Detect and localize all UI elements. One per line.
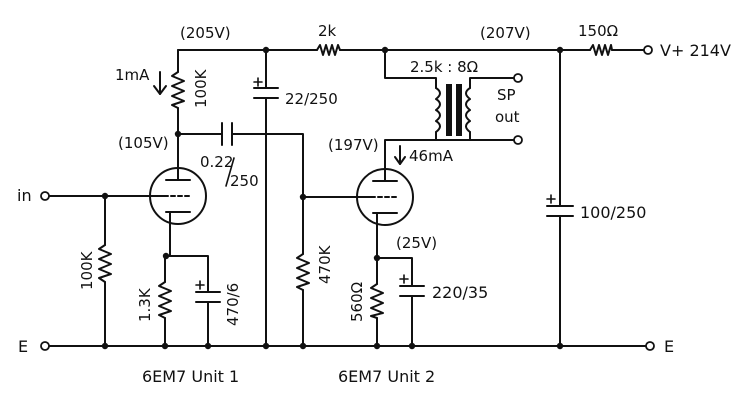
resistor-label-470k: 470K [316,244,334,284]
resistor-label-100k-plate: 100K [192,68,210,108]
out-label: out [495,108,520,126]
capacitor-220-35 [399,274,425,297]
junction-dot [408,342,416,350]
tube-label-unit2: 6EM7 Unit 2 [338,367,435,386]
supply-label-vplus: V+ 214V [660,41,731,60]
transformer-ratio-label: 2.5k : 8Ω [410,58,478,76]
terminals [40,45,655,351]
junction-dot [373,254,381,262]
voltage-label-25v: (25V) [396,234,437,252]
input-terminal [40,191,50,201]
resistor-150ohm [589,44,613,56]
resistor-label-560ohm: 560Ω [348,282,366,322]
ground-terminal-left [40,341,50,351]
labels: (205V) (207V) (105V) (197V) (25V) 2k 150… [17,22,731,386]
capacitor-label-0-22: 0.22 [200,153,233,171]
sp-label: SP [497,86,516,104]
junction-dot [299,342,307,350]
resistor-label-2k: 2k [318,22,337,40]
junction-dot [299,193,307,201]
junctions [101,46,564,350]
current-arrow-1ma [153,71,167,95]
capacitor-0-22-coupling [221,122,233,146]
capacitor-label-slash [225,157,235,187]
current-arrow-46ma [394,145,406,165]
resistor-470k [296,253,310,291]
junction-dot [556,46,564,54]
resistor-1-3k [158,281,172,319]
junction-dot [204,342,212,350]
junction-dot [262,342,270,350]
wire-secondary-top [469,77,516,89]
triode-unit1 [149,164,207,231]
capacitor-100-250 [546,194,574,217]
capacitor-label-470-6: 470/6 [224,283,242,326]
ground-label-left: E [18,337,28,356]
capacitor-label-22-250: 22/250 [285,90,338,108]
triode-unit2 [356,167,414,229]
wire-primary-top [384,49,437,89]
input-label: in [17,186,32,205]
wire-s2-cathode-node [376,257,413,287]
output-transformer [435,84,471,136]
tube-label-unit1: 6EM7 Unit 1 [142,367,239,386]
resistor-100k-grid [98,244,112,283]
ground-label-right: E [664,337,674,356]
resistor-label-150ohm: 150Ω [578,22,618,40]
capacitor-label-220-35: 220/35 [432,283,488,302]
junction-dot [381,46,389,54]
ground-terminal-right [645,341,655,351]
wire-coupling-to-grid2 [231,133,304,255]
capacitor-label-250: 250 [230,172,259,190]
resistor-label-100k-grid: 100K [78,250,96,290]
junction-dot [101,192,109,200]
voltage-label-207v: (207V) [480,24,531,42]
current-label-46ma: 46mA [409,147,454,165]
junction-dot [101,342,109,350]
wires [44,49,651,347]
capacitor-label-100-250: 100/250 [580,203,646,222]
voltage-label-205v: (205V) [180,24,231,42]
junction-dot [162,252,170,260]
junction-dot [161,342,169,350]
sp-out-terminal-bottom [513,135,523,145]
wire-s1-cathode-node [164,255,209,293]
voltage-label-197v: (197V) [328,136,379,154]
voltage-label-105v: (105V) [118,134,169,152]
junction-dot [174,130,182,138]
capacitor-470-6 [195,280,221,303]
junction-dot [373,342,381,350]
capacitor-22-250 [253,77,279,99]
resistor-100k-plate [171,71,185,109]
sp-out-terminal-top [513,73,523,83]
resistor-560ohm [370,283,384,319]
vplus-terminal [643,45,653,55]
resistor-label-1-3k: 1.3K [136,287,154,322]
current-label-1ma: 1mA [115,66,150,84]
resistor-2k [316,44,341,56]
wire-s2-plate [384,139,521,169]
junction-dot [556,342,564,350]
junction-dot [262,46,270,54]
